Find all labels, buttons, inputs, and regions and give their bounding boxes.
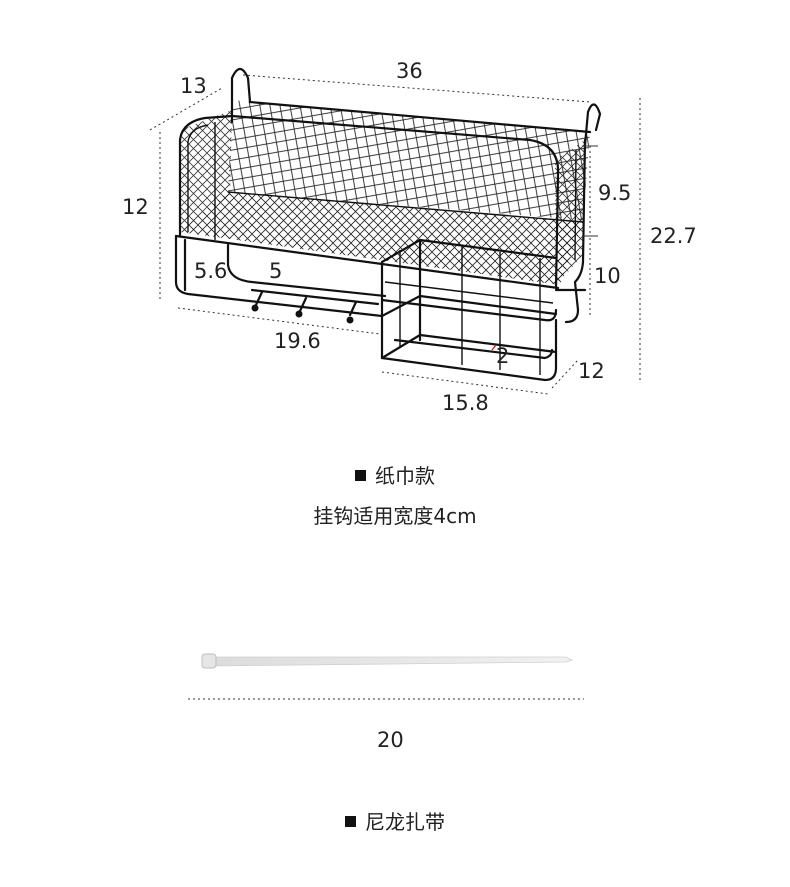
basket-note-text: 挂钩适用宽度4cm [313,504,477,528]
dim-hook-gap: 5 [269,259,282,283]
bullet-square-icon [345,816,356,827]
back-mesh-panel [228,100,590,220]
bullet-square-icon [355,470,366,481]
lower-frame [174,234,384,318]
right-hook [583,103,602,147]
hook-knobs [251,290,358,324]
basket-caption-text: 纸巾款 [375,464,435,488]
basket-bottom-edge [174,234,560,290]
hook-bar [250,288,380,306]
cable-tie-caption-text: 尼龙扎带 [365,810,445,834]
hook-knob [295,310,303,318]
dim-width-top: 36 [396,59,423,83]
top-rim-back [248,100,592,134]
top-rim-front [178,114,560,290]
lower-drawer [380,238,558,382]
cable-tie-caption: 尼龙扎带 [0,806,790,835]
dim-depth-top: 13 [180,74,207,98]
dim-cable-tie-length: 20 [377,728,404,752]
left-side-mesh [180,110,232,232]
dim-drawer-slot: 2 [496,344,509,368]
cable-tie-head [201,653,217,669]
basket-note: 挂钩适用宽度4cm [0,500,790,529]
basket-caption: 纸巾款 [0,460,790,489]
dim-drawer-width: 15.8 [442,391,489,415]
dim-height-left: 12 [122,195,149,219]
floor-mesh [180,192,583,285]
dim-drawer-depth: 12 [578,359,605,383]
hook-knob [346,316,354,324]
dim-lower-right: 10 [594,264,621,288]
left-hook [230,67,252,124]
hook-knob [251,304,259,312]
right-side-mesh [555,140,585,285]
dimension-lines [149,74,641,395]
cable-tie-illustration [188,653,584,700]
basket-illustration [174,67,602,382]
dim-total-height: 22.7 [650,224,697,248]
dim-hook-bar: 19.6 [274,329,321,353]
dim-hook-offset: 5.6 [194,259,227,283]
dim-upper-right: 9.5 [598,181,631,205]
